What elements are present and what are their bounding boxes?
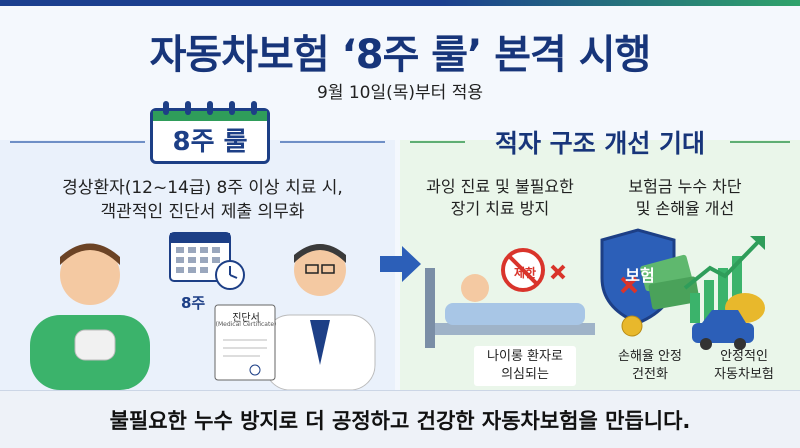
right-divider (730, 141, 790, 143)
footer-bar (0, 390, 800, 448)
footer-message: 불필요한 누수 방지로 더 공정하고 건강한 자동차보험을 만듭니다. (109, 409, 691, 433)
benefit-1-line1: 과잉 진료 및 불필요한 (426, 177, 574, 196)
benefit-1-line2: 장기 치료 방지 (450, 199, 550, 218)
right-heading: 적자 구조 개선 기대 (494, 129, 706, 158)
calendar-header (153, 111, 267, 121)
caption-stable-insurance-line1: 안정적인 (720, 349, 768, 364)
calendar-icon (169, 232, 231, 282)
left-divider (10, 141, 145, 143)
benefit-2: 보험금 누수 차단 및 손해율 개선 (600, 176, 770, 220)
left-divider (280, 141, 385, 143)
rule-badge-label: 8주 룰 (172, 126, 248, 157)
patient-figure (30, 243, 150, 390)
caption-patient-line1: 나이롱 환자로 (487, 349, 563, 364)
restriction-icon (501, 248, 545, 292)
rule-badge: 8주 룰 (150, 101, 270, 164)
certificate-title: 진단서 (232, 313, 260, 324)
certificate-document (214, 304, 276, 381)
caption-stable-insurance-line2: 자동차보험 (714, 367, 774, 382)
coin-icon (621, 315, 643, 337)
rule-description-line2: 객관적인 진단서 제출 의무화 (100, 202, 305, 222)
page-subtitle: 9월 10일(목)부터 적용 (317, 83, 483, 103)
caption-stable-insurance: 안정적인 자동차보험 (698, 346, 790, 386)
restrict-label: 제한 (513, 266, 537, 280)
benefits-illustration (425, 228, 765, 350)
rule-description: 경상환자(12~14급) 8주 이상 치료 시, 객관적인 진단서 제출 의무화 (20, 176, 385, 224)
top-accent-bar (0, 0, 800, 6)
page-title: 자동차보험 ‘8주 룰’ 본격 시행 (149, 32, 652, 78)
caption-patient-line2: 의심되는 (501, 367, 549, 382)
right-divider (410, 141, 465, 143)
car-icon (692, 310, 754, 350)
caption-loss-ratio-line2: 건전화 (632, 367, 668, 382)
certificate-subtitle: (Medical Certificate) (215, 321, 277, 328)
shield-label: 보험 (625, 266, 655, 285)
benefit-1: 과잉 진료 및 불필요한 장기 치료 방지 (415, 176, 585, 220)
doctor-figure (264, 244, 376, 390)
calendar-label: 8주 (181, 294, 206, 312)
clock-icon (215, 260, 245, 290)
benefit-2-line2: 및 손해율 개선 (635, 199, 735, 218)
doctor-patient-illustration (30, 232, 376, 390)
x-mark-icon (550, 264, 566, 280)
benefit-2-line1: 보험금 누수 차단 (628, 177, 742, 196)
caption-loss-ratio-line1: 손해율 안정 (618, 349, 682, 364)
growth-chart-icon (683, 236, 765, 323)
caption-patient: 나이롱 환자로 의심되는 (474, 346, 576, 386)
arrow-right-icon (380, 246, 421, 282)
hospital-bed (425, 268, 595, 348)
rule-description-line1: 경상환자(12~14급) 8주 이상 치료 시, (62, 178, 343, 198)
caption-loss-ratio: 손해율 안정 건전화 (604, 346, 696, 386)
